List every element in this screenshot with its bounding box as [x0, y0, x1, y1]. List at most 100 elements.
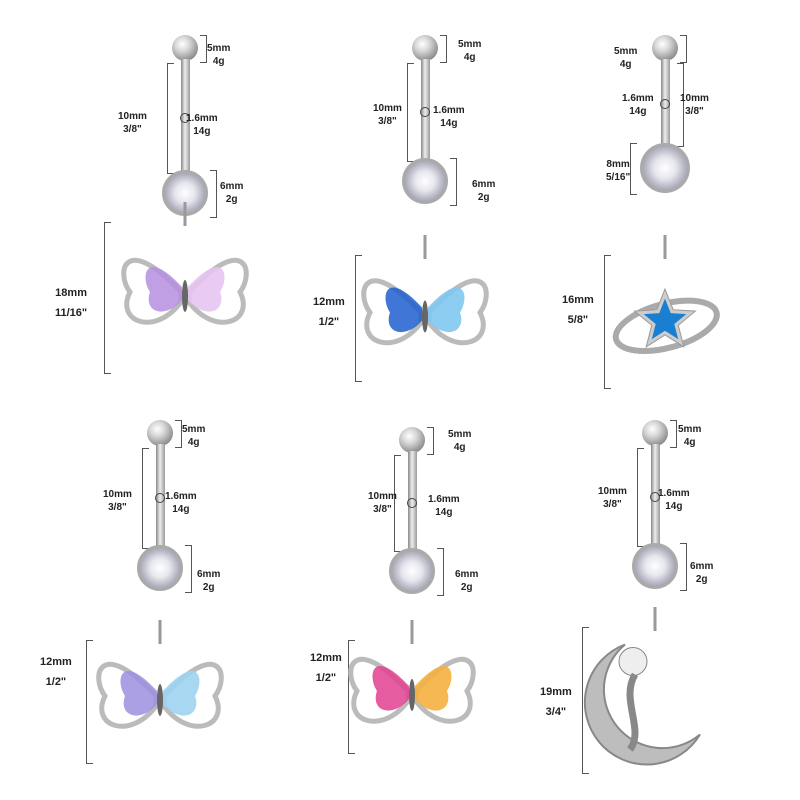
butterfly-body: [409, 679, 415, 711]
ball-size-label-secondary: 4g: [212, 56, 225, 67]
bar-length-bracket: [677, 63, 684, 147]
ball-icon: [399, 427, 425, 453]
gem-size-label-secondary: 2g: [202, 582, 215, 593]
gem-icon: [632, 543, 678, 589]
charm-size-label-value: 19mm: [540, 686, 572, 698]
gem-size-bracket: [680, 543, 687, 591]
gem-size-label-value: 6mm: [197, 569, 221, 580]
butterfly-charm-icon: [361, 235, 489, 346]
gauge-label: 1.6mm 14g: [186, 112, 218, 138]
charm-size-label-secondary: 1/2": [318, 316, 340, 328]
butterfly-charm-icon: [96, 620, 224, 729]
gauge-marker: [407, 497, 417, 508]
gauge-label-secondary: 14g: [193, 126, 211, 137]
ball-dimension-bracket: [670, 420, 677, 448]
bar-length-bracket: [142, 448, 149, 549]
bar-length-label-secondary: 3/8": [685, 106, 704, 117]
gauge-label-value: 1.6mm: [165, 491, 197, 502]
charm-size-label: 19mm 3/4": [540, 682, 572, 722]
ball-size-label-secondary: 4g: [187, 437, 200, 448]
charm-size-label-value: 12mm: [310, 652, 342, 664]
bar-length-label-value: 10mm: [103, 489, 132, 500]
gem-size-bracket: [210, 170, 217, 218]
ball-icon: [652, 35, 678, 61]
gem-size-label-value: 6mm: [455, 569, 479, 580]
gauge-marker: [180, 112, 190, 123]
bar-length-label-secondary: 3/8": [603, 499, 622, 510]
bar-length-label: 10mm 3/8": [598, 485, 627, 511]
wing-left: [145, 267, 182, 312]
bar-length-label-secondary: 3/8": [108, 502, 127, 513]
ball-icon: [147, 420, 173, 446]
mermaid-head: [618, 647, 648, 676]
gem-icon: [137, 545, 183, 591]
gem-size-label-secondary: 2g: [477, 192, 490, 203]
wing-left: [385, 287, 422, 333]
wing-outline-right: [413, 656, 476, 724]
gem-size-label-value: 6mm: [220, 181, 244, 192]
gauge-label-secondary: 14g: [629, 106, 647, 117]
gauge-label-secondary: 14g: [172, 504, 190, 515]
gem-icon: [402, 158, 448, 204]
ball-size-label-value: 5mm: [458, 39, 482, 50]
wing-outline-left: [348, 656, 411, 724]
bar-length-label-value: 10mm: [368, 491, 397, 502]
ball-icon: [642, 420, 668, 446]
wing-right: [163, 671, 200, 716]
gauge-marker: [660, 99, 670, 109]
gauge-label: 1.6mm 14g: [622, 92, 654, 118]
gem-icon: [389, 548, 435, 594]
charm-size-bracket: [104, 222, 111, 374]
gem-size-bracket: [630, 143, 637, 195]
bar-length-label-secondary: 3/8": [378, 116, 397, 127]
mermaid-tail: [626, 672, 639, 752]
charm-size-label-secondary: 5/8": [567, 314, 589, 326]
wing-outline-left: [96, 661, 159, 729]
bar-length-label-value: 10mm: [373, 103, 402, 114]
gauge-label-value: 1.6mm: [433, 105, 465, 116]
ball-size-label-secondary: 4g: [619, 59, 632, 70]
wing-right: [428, 287, 465, 333]
charm-size-label-secondary: 3/4": [545, 706, 567, 718]
gauge-label-value: 1.6mm: [186, 113, 218, 124]
ball-size-label-value: 5mm: [448, 429, 472, 440]
ball-size-label-value: 5mm: [678, 424, 702, 435]
bar-length-bracket: [407, 63, 414, 162]
gauge-label-value: 1.6mm: [622, 93, 654, 104]
charm-size-label-secondary: 1/2": [45, 676, 67, 688]
charm-size-label-value: 18mm: [55, 287, 87, 299]
ball-size-label-secondary: 4g: [683, 437, 696, 448]
charm-size-label-secondary: 1/2": [315, 672, 337, 684]
gauge-label: 1.6mm 14g: [165, 490, 197, 516]
wing-right: [188, 267, 225, 312]
bar-length-label-value: 10mm: [598, 486, 627, 497]
ball-size-label-value: 5mm: [182, 424, 206, 435]
gem-size-label-secondary: 5/16": [606, 172, 631, 183]
ball-size-label-value: 5mm: [614, 46, 638, 57]
butterfly-body: [182, 280, 188, 312]
ball-dimension-bracket: [200, 35, 207, 63]
charm-size-bracket: [355, 255, 362, 382]
star-planet-charm-icon: [612, 235, 720, 354]
gem-size-bracket: [450, 158, 457, 206]
ball-dimension-bracket: [427, 427, 434, 455]
charm-size-bracket: [604, 255, 611, 389]
bar-length-bracket: [637, 448, 644, 547]
gem-size-label-secondary: 2g: [695, 574, 708, 585]
charm-size-label-value: 16mm: [562, 294, 594, 306]
gauge-marker: [155, 492, 165, 503]
